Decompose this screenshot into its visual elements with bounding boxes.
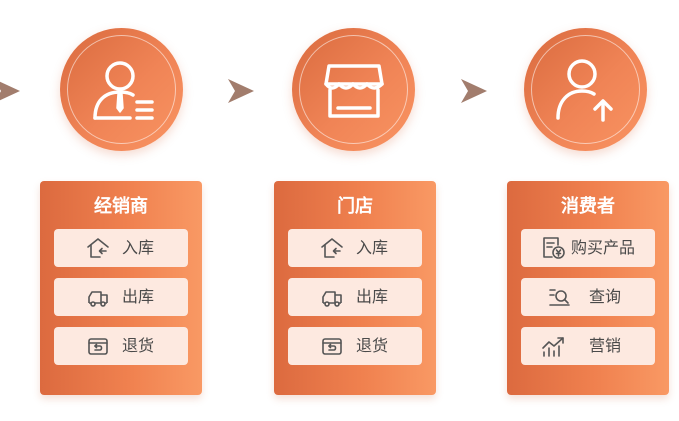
dealer-icon-circle: [60, 28, 183, 151]
action-label: 购买产品: [571, 238, 636, 257]
consumer-action-query[interactable]: 查询: [521, 278, 655, 316]
dealer-card: 经销商 入库 出库 退货: [40, 181, 202, 395]
delivery-truck-icon: [88, 291, 108, 307]
consumer-icon-circle: [524, 28, 647, 151]
action-label: 入库: [356, 238, 389, 257]
flow-arrow-2: [228, 79, 254, 103]
action-label: 营销: [589, 336, 622, 355]
store-card-title: 门店: [337, 196, 373, 217]
action-label: 出库: [122, 287, 155, 306]
return-icon: [88, 338, 108, 355]
action-label: 退货: [122, 336, 155, 355]
flow-arrow-3: [461, 79, 487, 103]
action-label: 查询: [589, 287, 622, 306]
store-card: 门店 入库 出库 退货: [274, 181, 436, 395]
store-action-warehouse-in[interactable]: 入库: [288, 229, 422, 267]
consumer-action-purchase[interactable]: 购买产品: [521, 229, 655, 267]
flow-arrow-1: [0, 79, 20, 103]
dealer-action-return[interactable]: 退货: [54, 327, 188, 365]
action-label: 出库: [356, 287, 389, 306]
delivery-truck-icon: [322, 291, 342, 307]
warehouse-in-icon: [87, 238, 109, 258]
warehouse-in-icon: [321, 238, 343, 258]
consumer-card-title: 消费者: [561, 196, 615, 217]
consumer-action-marketing[interactable]: 营销: [521, 327, 655, 365]
store-icon: [324, 64, 384, 118]
dealer-action-warehouse-in[interactable]: 入库: [54, 229, 188, 267]
dealer-action-warehouse-out[interactable]: 出库: [54, 278, 188, 316]
action-label: 退货: [356, 336, 389, 355]
marketing-chart-icon: [542, 337, 564, 357]
store-icon-circle: [292, 28, 415, 151]
dealer-card-title: 经销商: [94, 196, 148, 217]
store-action-warehouse-out[interactable]: 出库: [288, 278, 422, 316]
return-icon: [322, 338, 342, 355]
action-label: 入库: [122, 238, 155, 257]
search-list-icon: [549, 289, 570, 306]
dealer-user-icon: [93, 61, 154, 120]
consumer-card: 消费者 购买产品 查询 营销: [507, 181, 669, 395]
store-action-return[interactable]: 退货: [288, 327, 422, 365]
consumer-user-icon: [556, 59, 613, 122]
purchase-receipt-icon: [543, 237, 565, 259]
